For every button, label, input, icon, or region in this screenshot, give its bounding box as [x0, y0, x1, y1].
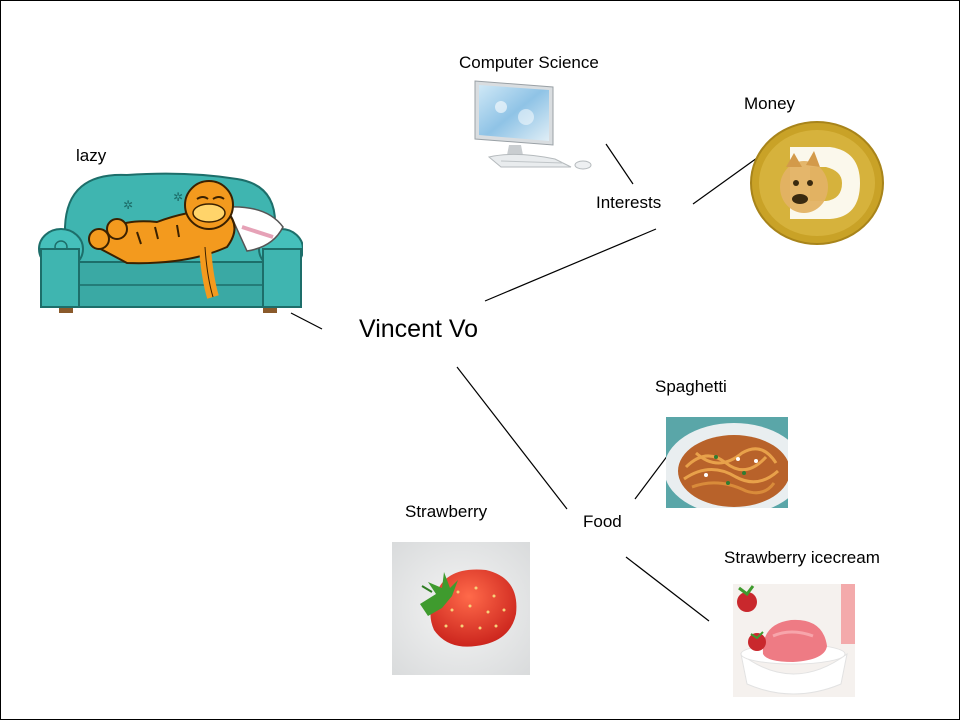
connector-center-interests: [484, 228, 657, 302]
desktop-computer-icon: [471, 79, 603, 175]
svg-text:✲: ✲: [123, 198, 133, 212]
strawberry-icecream-icon: [733, 584, 855, 697]
svg-text:✲: ✲: [173, 190, 183, 204]
strawberry-icon: [392, 542, 530, 675]
connector-interests-computer: [605, 143, 634, 185]
connector-center-food: [456, 366, 568, 510]
connector-center-lazy: [290, 312, 323, 330]
center-node-label: Vincent Vo: [359, 315, 479, 343]
garfield-on-couch-icon: ✲ ✲: [37, 167, 303, 315]
connector-food-icecream: [625, 556, 710, 622]
node-label-money: Money: [744, 94, 796, 113]
node-label-lazy: lazy: [76, 146, 107, 165]
spaghetti-plate-icon: [666, 417, 788, 508]
node-label-strawberry: Strawberry: [405, 502, 488, 521]
connector-interests-money: [692, 157, 758, 205]
connector-food-spaghetti: [634, 454, 669, 500]
node-label-strawberry-icecream: Strawberry icecream: [724, 548, 880, 567]
node-label-computer-science: Computer Science: [459, 53, 599, 72]
node-label-food: Food: [583, 512, 622, 531]
dogecoin-icon: [750, 121, 885, 246]
node-label-spaghetti: Spaghetti: [655, 377, 727, 396]
node-label-interests: Interests: [596, 193, 662, 212]
